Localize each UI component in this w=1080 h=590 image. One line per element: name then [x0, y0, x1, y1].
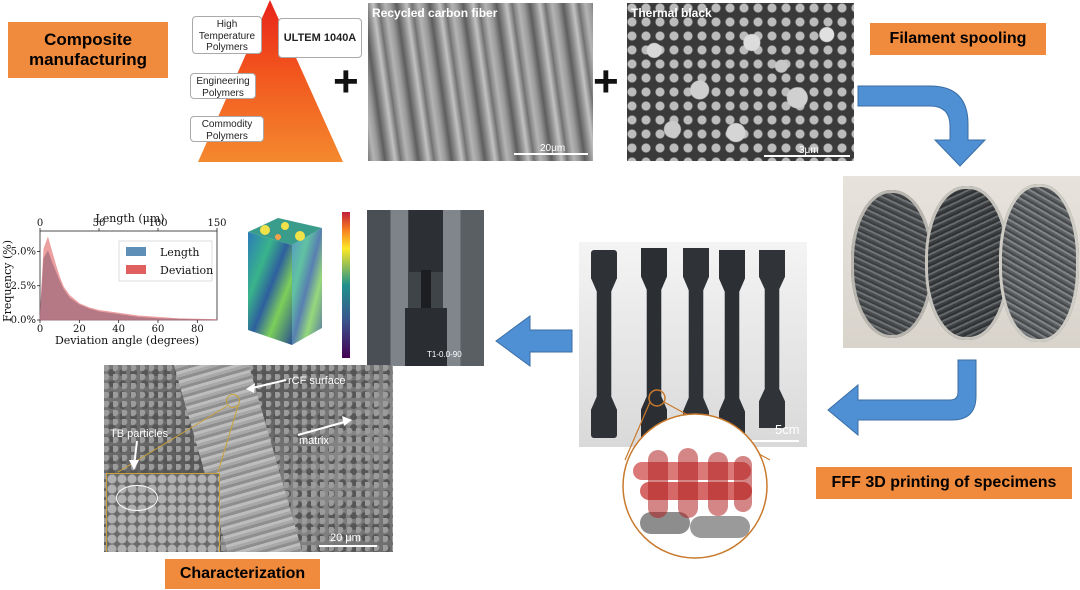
raster-grey-2	[690, 516, 750, 538]
chart-y-axis-label: Frequency (%)	[1, 240, 14, 322]
chart-x-tick-label: 20	[73, 324, 86, 335]
chart-series-length	[39, 250, 218, 321]
filament-spooling-label: Filament spooling	[870, 23, 1046, 55]
spool-3	[999, 184, 1079, 342]
rcf-scale-bar	[514, 153, 588, 155]
raster-red-1	[633, 462, 751, 480]
tb-highlight-ellipse	[116, 485, 158, 511]
raster-grey-1	[640, 512, 690, 534]
tensile-test-photo: T1-0.0-90	[367, 210, 484, 366]
chart-x-tick-label: 40	[112, 324, 125, 335]
chart-top-axis-label: Length (μm)	[95, 212, 164, 225]
chart-y-tick-label: 5.0%	[11, 247, 36, 258]
raster-red-6	[734, 456, 752, 512]
cube-right-face	[292, 228, 322, 345]
fff-printing-label: FFF 3D printing of specimens	[816, 467, 1072, 499]
spool-1	[851, 190, 933, 338]
tensile-tag: T1-0.0-90	[427, 350, 462, 359]
arrow-to-spooling	[857, 85, 987, 167]
pyramid-tier-high-temp: High Temperature Polymers	[192, 16, 262, 54]
chart-top-tick-label: 100	[148, 218, 167, 229]
chart-y-tick-label: 2.5%	[11, 281, 36, 292]
chart-top-tick-label: 0	[37, 218, 43, 229]
matrix-annotation: matrix	[299, 435, 329, 447]
specimen-3	[683, 248, 709, 440]
pyramid-tier-engineering: Engineering Polymers	[190, 73, 256, 99]
chart-x-tick-label: 0	[37, 324, 43, 335]
zoom-inset-box	[106, 473, 220, 552]
chart-y-tick-label: 0.0%	[11, 315, 36, 326]
tb-scale-text: 3μm	[799, 145, 819, 156]
composite-manufacturing-label: Composite manufacturing	[8, 22, 168, 78]
printed-specimens-photo: 5cm	[579, 242, 807, 447]
tb-particles-annotation: TB particles	[110, 428, 169, 440]
ultem-label: ULTEM 1040A	[278, 18, 362, 58]
inset-source-circle	[226, 394, 240, 408]
specimen-5	[759, 250, 785, 428]
tensile-grip-top	[409, 210, 443, 272]
pyramid-tier-commodity: Commodity Polymers	[190, 116, 264, 142]
rcf-caption: Recycled carbon fiber	[372, 6, 498, 20]
chart-series-deviation	[39, 236, 218, 321]
spool-2	[925, 186, 1009, 340]
raster-red-4	[678, 448, 698, 518]
rcf-scale-text: 20μm	[540, 143, 566, 154]
chart-x-axis-label: Deviation angle (degrees)	[55, 334, 199, 347]
characterization-label: Characterization	[165, 559, 320, 589]
legend-swatch-length	[126, 247, 146, 256]
chart-top-tick-label: 150	[207, 218, 226, 229]
tb-scale-line	[764, 155, 850, 157]
chart-top-tick-label: 50	[93, 218, 106, 229]
tb-sem-image: Thermal black 3μm	[627, 3, 854, 161]
raster-red-5	[708, 452, 728, 516]
plus-sign-2: +	[593, 57, 619, 106]
specimen-1	[591, 250, 617, 438]
cube-top-face	[248, 218, 322, 245]
tensile-grip-bottom	[405, 308, 447, 366]
cube-colorbar	[342, 212, 350, 358]
rcf-sem-image: Recycled carbon fiber 20μm	[368, 3, 593, 161]
chart-plot-area	[39, 230, 218, 321]
plus-sign-1: +	[333, 57, 359, 106]
sem-scale-text: 20 μm	[330, 532, 361, 544]
raster-red-2	[640, 482, 752, 500]
rcf-surface-annotation: rCF surface	[288, 375, 346, 387]
specimen-scale-text: 5cm	[775, 422, 800, 437]
chart-x-tick-label: 60	[152, 324, 165, 335]
arrow-to-printing	[827, 359, 977, 437]
specimen-scale-bar	[747, 440, 799, 442]
specimen-4	[719, 250, 745, 440]
raster-red-3	[648, 450, 668, 518]
fracture-sem-image: rCF surface matrix TB particles 20 μm	[104, 365, 393, 552]
tensile-specimen	[421, 270, 431, 310]
legend-label-deviation: Deviation	[160, 264, 213, 277]
specimen-2	[641, 248, 667, 438]
cube-left-face	[248, 232, 292, 345]
chart-x-tick-label: 80	[191, 324, 204, 335]
tb-caption: Thermal black	[631, 6, 712, 20]
legend-box	[118, 240, 213, 282]
arrow-to-characterization	[495, 315, 573, 367]
filament-spools-photo	[843, 176, 1080, 348]
legend-swatch-deviation	[126, 265, 146, 274]
sem-scale-bar	[319, 545, 377, 547]
legend-label-length: Length	[160, 246, 199, 259]
